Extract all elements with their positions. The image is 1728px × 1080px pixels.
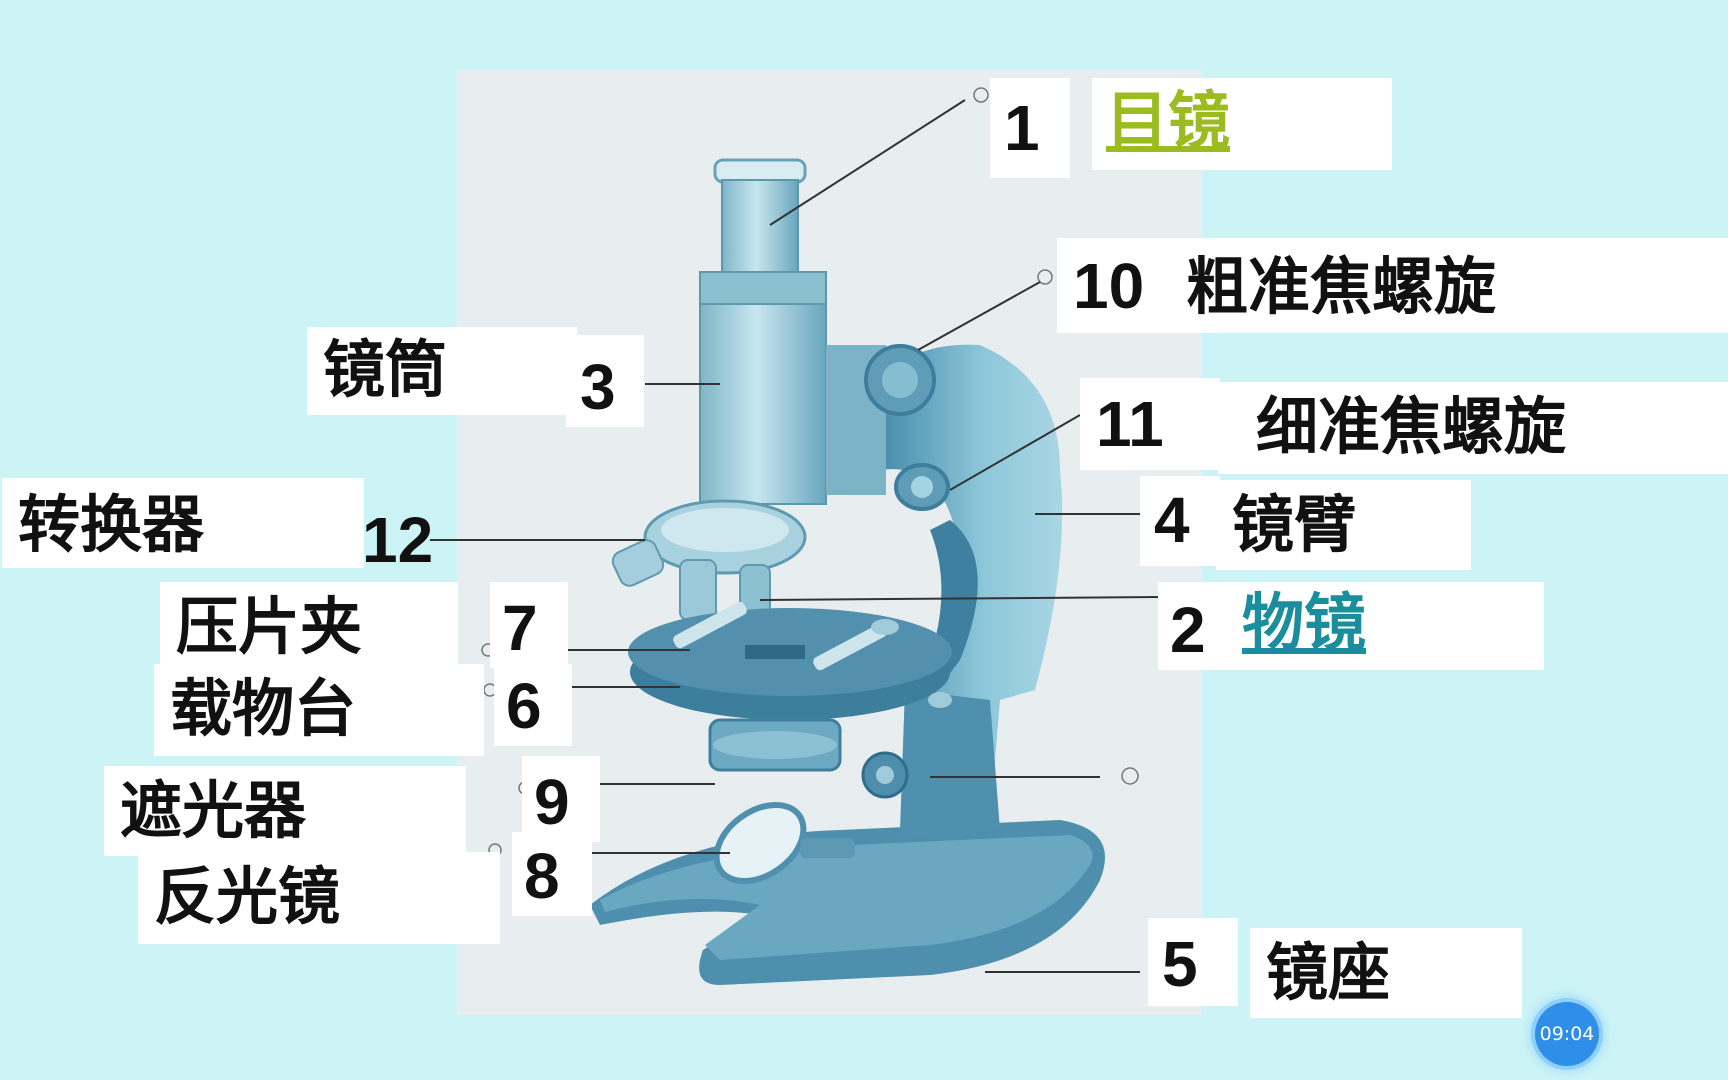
label-number-7: 7 xyxy=(490,582,568,668)
stage-clip-left xyxy=(673,601,747,649)
label-number-11: 11 xyxy=(1080,378,1220,470)
label-mirror: 反光镜 xyxy=(138,852,500,944)
label-base: 镜座 xyxy=(1250,928,1522,1018)
objective-lens-b xyxy=(679,559,717,621)
label-number-6: 6 xyxy=(494,664,572,746)
mirror xyxy=(713,801,807,885)
label-number-12: 12 xyxy=(362,504,434,576)
label-objective[interactable]: 物镜 xyxy=(1232,582,1544,670)
label-eyepiece[interactable]: 目镜 xyxy=(1092,78,1392,170)
clock-badge[interactable]: 09:04 xyxy=(1535,1002,1599,1066)
label-fine-focus: 细准焦螺旋 xyxy=(1218,382,1728,474)
eyepiece-cap xyxy=(713,158,807,184)
label-number-2: 2 xyxy=(1158,582,1238,670)
pillar xyxy=(900,690,1000,840)
stage-clip-right xyxy=(813,623,887,671)
eyepiece-body xyxy=(721,179,799,276)
label-coarse-focus: 粗准焦螺旋 xyxy=(1170,238,1728,333)
label-number-1: 1 xyxy=(990,78,1070,178)
label-number-5: 5 xyxy=(1148,918,1238,1006)
stage-slot xyxy=(745,645,805,659)
tube-collar xyxy=(699,271,827,307)
label-stage: 载物台 xyxy=(154,664,484,756)
label-number-8: 8 xyxy=(512,832,592,916)
label-number-10: 10 xyxy=(1057,238,1182,333)
label-number-4: 4 xyxy=(1140,476,1220,566)
label-arm: 镜臂 xyxy=(1216,480,1471,570)
tube-body xyxy=(699,303,827,505)
label-diaphragm: 遮光器 xyxy=(104,766,466,856)
label-number-3: 3 xyxy=(566,335,644,427)
label-tube: 镜筒 xyxy=(307,327,577,415)
mirror-mount xyxy=(800,838,855,858)
label-number-9: 9 xyxy=(522,756,600,842)
label-clip: 压片夹 xyxy=(160,582,458,668)
objective-lens-a xyxy=(611,539,665,587)
label-nosepiece: 转换器 xyxy=(2,478,364,568)
leader-lines xyxy=(430,99,1161,973)
